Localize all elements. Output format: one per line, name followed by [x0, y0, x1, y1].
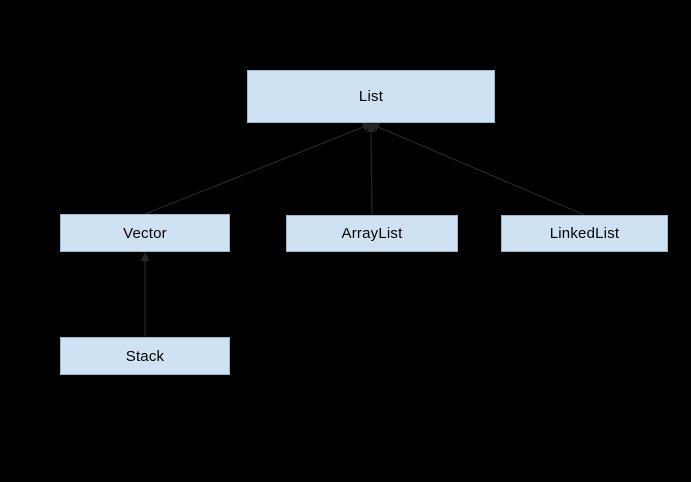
edge-arraylist-to-list — [366, 123, 376, 216]
class-node-arraylist: ArrayList — [286, 215, 458, 252]
class-node-stack: Stack — [60, 337, 230, 375]
edge-linkedlist-to-list — [370, 122, 585, 216]
class-node-list: List — [247, 70, 495, 123]
class-node-vector: Vector — [60, 214, 230, 252]
edge-vector-to-list — [144, 122, 372, 215]
class-node-linkedlist: LinkedList — [501, 215, 668, 252]
